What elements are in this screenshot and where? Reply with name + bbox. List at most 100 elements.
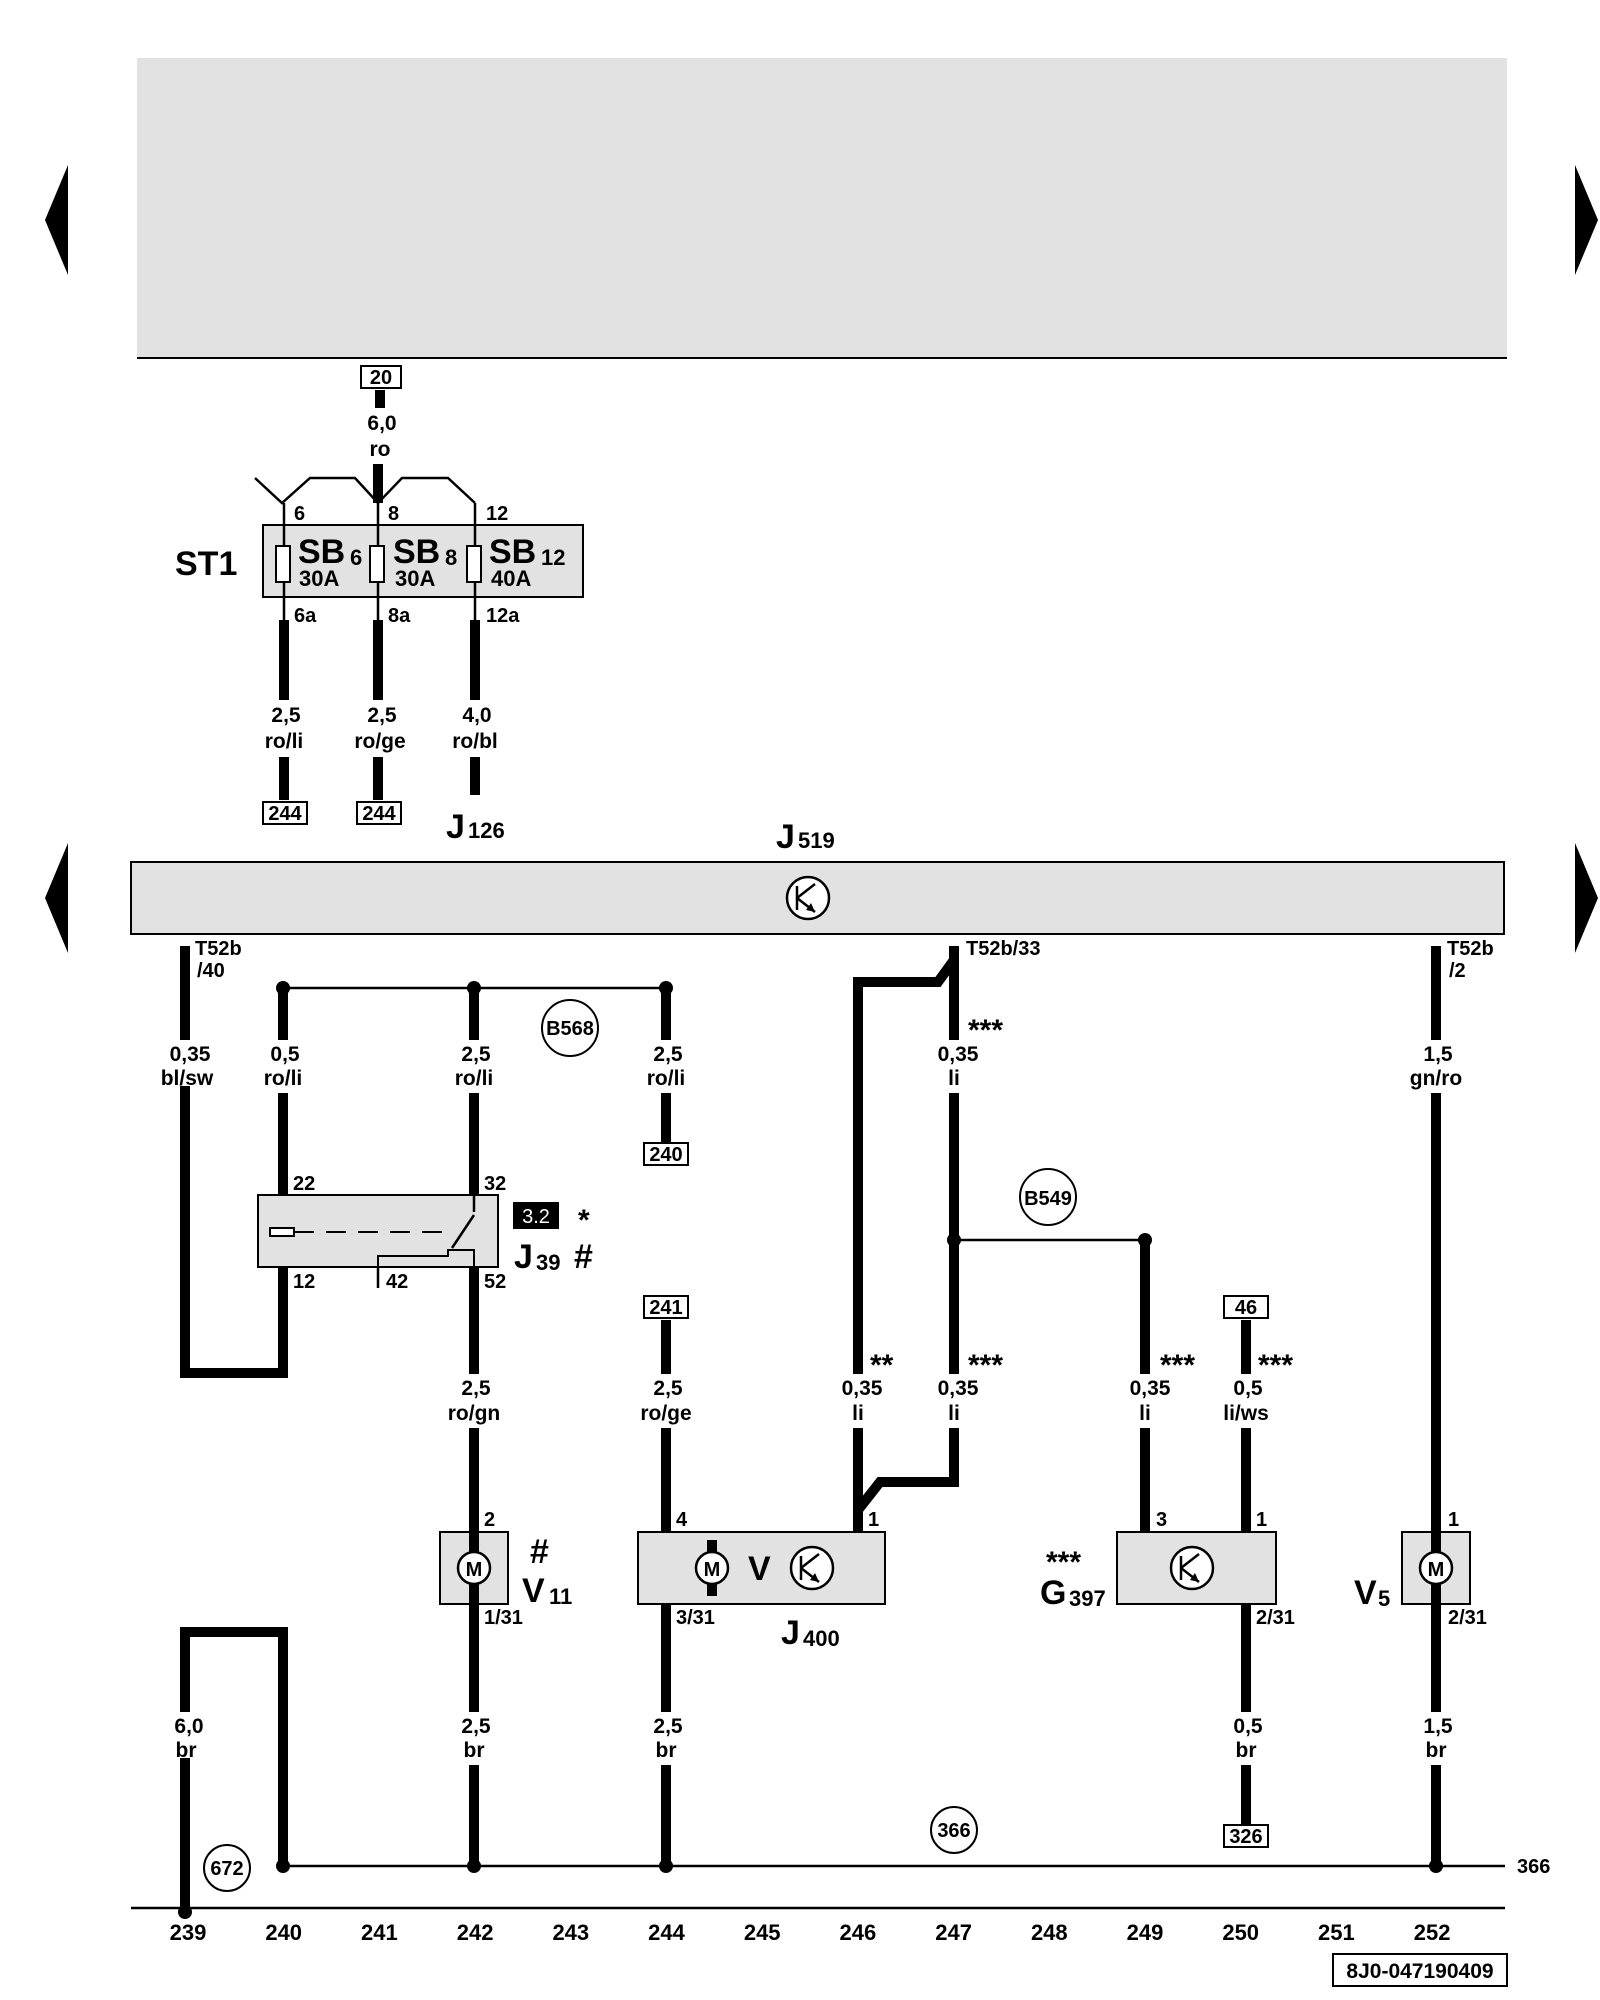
svg-text:#: # (574, 1238, 593, 1276)
svg-text:4: 4 (676, 1509, 688, 1531)
svg-text:244: 244 (268, 803, 302, 825)
svg-text:6: 6 (350, 545, 362, 570)
svg-text:0,35: 0,35 (170, 1043, 211, 1066)
svg-text:SB: SB (393, 533, 440, 571)
svg-text:52: 52 (484, 1271, 506, 1293)
svg-text:2,5: 2,5 (653, 1715, 683, 1738)
svg-text:11: 11 (549, 1584, 572, 1609)
section-next-icon[interactable] (1575, 843, 1598, 953)
svg-text:2,5: 2,5 (461, 1377, 491, 1400)
svg-text:ro/li: ro/li (647, 1067, 686, 1090)
wire-ref-box[interactable] (1223, 1824, 1269, 1848)
svg-text:8a: 8a (388, 605, 411, 627)
v-label: V (748, 1550, 771, 1588)
svg-text:42: 42 (386, 1271, 408, 1293)
wire-ref-box[interactable] (360, 365, 402, 389)
transistor-icon (785, 875, 831, 921)
svg-text:ro/li: ro/li (455, 1067, 494, 1090)
svg-text:*: * (578, 1204, 590, 1237)
motor-icon: M (466, 1559, 483, 1581)
motor-icon: M (704, 1559, 721, 1581)
svg-text:22: 22 (293, 1173, 315, 1195)
transistor-icon (789, 1545, 835, 1591)
column-number: 250 (1222, 1920, 1259, 1945)
svg-text:***: *** (968, 1014, 1003, 1047)
svg-text:SB: SB (298, 533, 345, 571)
svg-text:3: 3 (1156, 1509, 1167, 1531)
svg-text:2,5: 2,5 (653, 1377, 683, 1400)
svg-text:2,5: 2,5 (461, 1715, 491, 1738)
svg-text:li: li (948, 1402, 960, 1425)
motor-icon: M (1428, 1559, 1445, 1581)
svg-text:326: 326 (1229, 1826, 1262, 1848)
section-prev-icon[interactable] (45, 843, 68, 953)
wire-ref-box[interactable] (262, 801, 308, 825)
g397-label: G (1040, 1574, 1066, 1612)
doc-id-box (1332, 1953, 1508, 1987)
column-number: 244 (648, 1920, 685, 1945)
column-number: 251 (1318, 1920, 1355, 1945)
svg-text:ro/ge: ro/ge (640, 1402, 691, 1425)
column-number: 252 (1414, 1920, 1451, 1945)
svg-text:397: 397 (1069, 1586, 1106, 1611)
svg-text:1,5: 1,5 (1423, 1043, 1453, 1066)
svg-text:4,0: 4,0 (462, 704, 491, 727)
svg-text:519: 519 (798, 828, 835, 853)
svg-text:0,35: 0,35 (842, 1377, 883, 1400)
svg-text:li: li (948, 1067, 960, 1090)
svg-text:ro/gn: ro/gn (448, 1402, 501, 1425)
fuse-sb6: 6 SB 6 30A 6a (275, 503, 362, 640)
wire-ref-box[interactable] (643, 1142, 689, 1166)
svg-text:8: 8 (388, 503, 399, 525)
v11-label: V (522, 1572, 545, 1610)
column-number: 240 (265, 1920, 302, 1945)
wire-ref-box[interactable] (643, 1295, 689, 1319)
svg-text:/40: /40 (197, 960, 225, 982)
connector-b568: B568 (546, 1018, 594, 1040)
svg-text:5: 5 (1378, 1586, 1390, 1611)
column-number: 243 (552, 1920, 589, 1945)
svg-text:ro/bl: ro/bl (452, 730, 498, 753)
page-next-icon[interactable] (1575, 165, 1598, 275)
svg-text:bl/sw: bl/sw (161, 1067, 214, 1090)
column-number: 248 (1031, 1920, 1068, 1945)
wire-ref-box[interactable] (1223, 1295, 1269, 1319)
wire-ref-box[interactable] (356, 801, 402, 825)
svg-text:6,0: 6,0 (174, 1715, 203, 1738)
column-number: 241 (361, 1920, 398, 1945)
j400-label: J (781, 1614, 800, 1652)
column-number: 249 (1127, 1920, 1164, 1945)
svg-text:241: 241 (649, 1297, 682, 1319)
svg-text:**: ** (870, 1349, 894, 1382)
j126-label: J (446, 808, 465, 846)
svg-text:12: 12 (541, 545, 565, 570)
svg-text:***: *** (1258, 1349, 1293, 1382)
page-prev-icon[interactable] (45, 165, 68, 275)
svg-text:1/31: 1/31 (484, 1607, 523, 1629)
svg-text:0,35: 0,35 (938, 1043, 979, 1066)
svg-text:***: *** (1046, 1546, 1081, 1579)
svg-text:SB: SB (489, 533, 536, 571)
svg-text:0,35: 0,35 (938, 1377, 979, 1400)
svg-text:***: *** (1160, 1349, 1195, 1382)
connector-b549: B549 (1024, 1188, 1072, 1210)
column-number: 242 (457, 1920, 494, 1945)
svg-text:6a: 6a (294, 605, 317, 627)
svg-text:T52b/33: T52b/33 (966, 938, 1040, 960)
relay-label: J (514, 1238, 533, 1276)
svg-text:0,5: 0,5 (1233, 1377, 1263, 1400)
svg-text:0,5: 0,5 (270, 1043, 300, 1066)
svg-text:1: 1 (1256, 1509, 1267, 1531)
svg-text:br: br (464, 1739, 485, 1762)
svg-text:2,5: 2,5 (461, 1043, 491, 1066)
svg-text:40A: 40A (491, 566, 531, 591)
svg-text:1: 1 (868, 1509, 879, 1531)
svg-text:2,5: 2,5 (653, 1043, 683, 1066)
svg-text:ro/li: ro/li (264, 1067, 303, 1090)
svg-text:244: 244 (362, 803, 396, 825)
svg-text:6: 6 (294, 503, 305, 525)
svg-text:***: *** (968, 1349, 1003, 1382)
svg-text:12: 12 (293, 1271, 315, 1293)
fan-control-j400 (637, 1531, 886, 1605)
